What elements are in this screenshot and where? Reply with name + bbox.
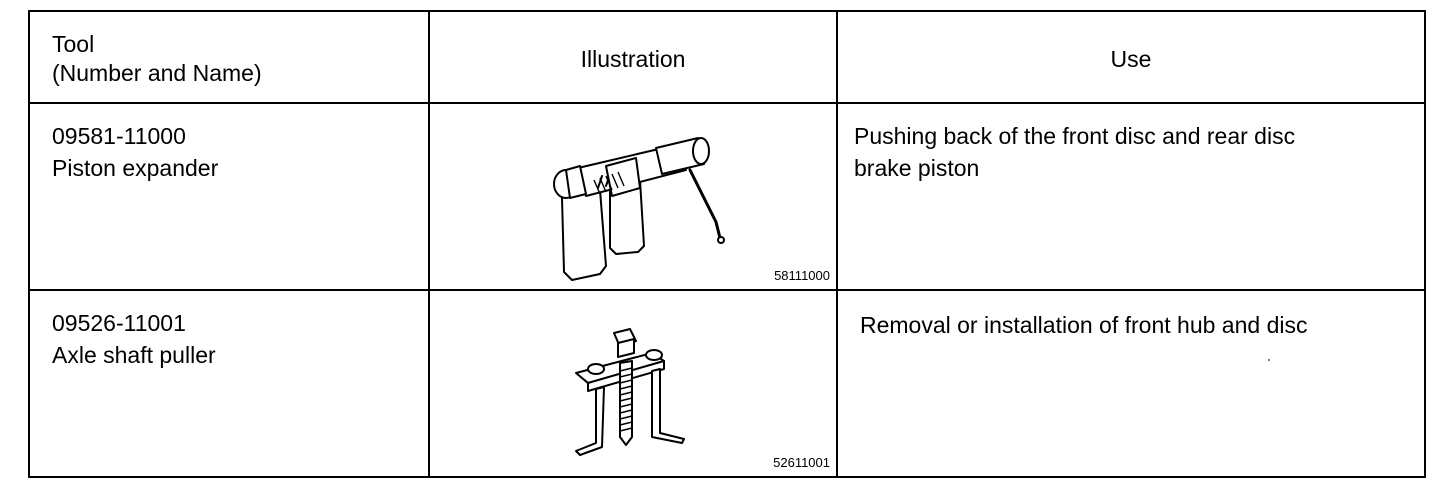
tool-number: 09581-11000 bbox=[52, 123, 186, 149]
header-use-cell: Use bbox=[836, 10, 1426, 104]
use-cell: Pushing back of the front disc and rear … bbox=[836, 102, 1426, 291]
use-description-line2: brake piston bbox=[854, 155, 980, 181]
tool-cell: 09526-11001 Axle shaft puller bbox=[28, 289, 430, 478]
tool-number: 09526-11001 bbox=[52, 310, 186, 336]
tool-cell: 09581-11000 Piston expander bbox=[28, 102, 430, 291]
header-tool-cell: Tool (Number and Name) bbox=[28, 10, 430, 104]
use-description-line1: Removal or installation of front hub and… bbox=[860, 312, 1308, 338]
header-illustration-label: Illustration bbox=[580, 46, 686, 72]
table-header-row: Tool (Number and Name) Illustration Use bbox=[28, 10, 1426, 104]
table-row: 09526-11001 Axle shaft puller bbox=[28, 289, 1426, 478]
header-use-label: Use bbox=[1110, 46, 1152, 72]
axle-shaft-puller-icon bbox=[575, 328, 685, 456]
use-description-line1: Pushing back of the front disc and rear … bbox=[854, 123, 1296, 149]
illustration-cell: 58111000 bbox=[428, 102, 838, 291]
use-cell: Removal or installation of front hub and… bbox=[836, 289, 1426, 478]
header-illustration-cell: Illustration bbox=[428, 10, 838, 104]
tool-name: Axle shaft puller bbox=[52, 342, 216, 368]
illustration-code: 58111000 bbox=[774, 268, 830, 283]
header-tool-sublabel: (Number and Name) bbox=[52, 60, 262, 86]
scan-speck bbox=[1268, 359, 1270, 361]
tool-name: Piston expander bbox=[52, 155, 219, 181]
illustration-code: 52611001 bbox=[773, 455, 830, 470]
piston-expander-icon bbox=[553, 137, 725, 281]
table-row: 09581-11000 Piston expander bbox=[28, 102, 1426, 291]
illustration-cell: 52611001 bbox=[428, 289, 838, 478]
special-tools-table: Tool (Number and Name) Illustration Use … bbox=[28, 10, 1426, 478]
header-tool-label: Tool bbox=[52, 31, 95, 57]
